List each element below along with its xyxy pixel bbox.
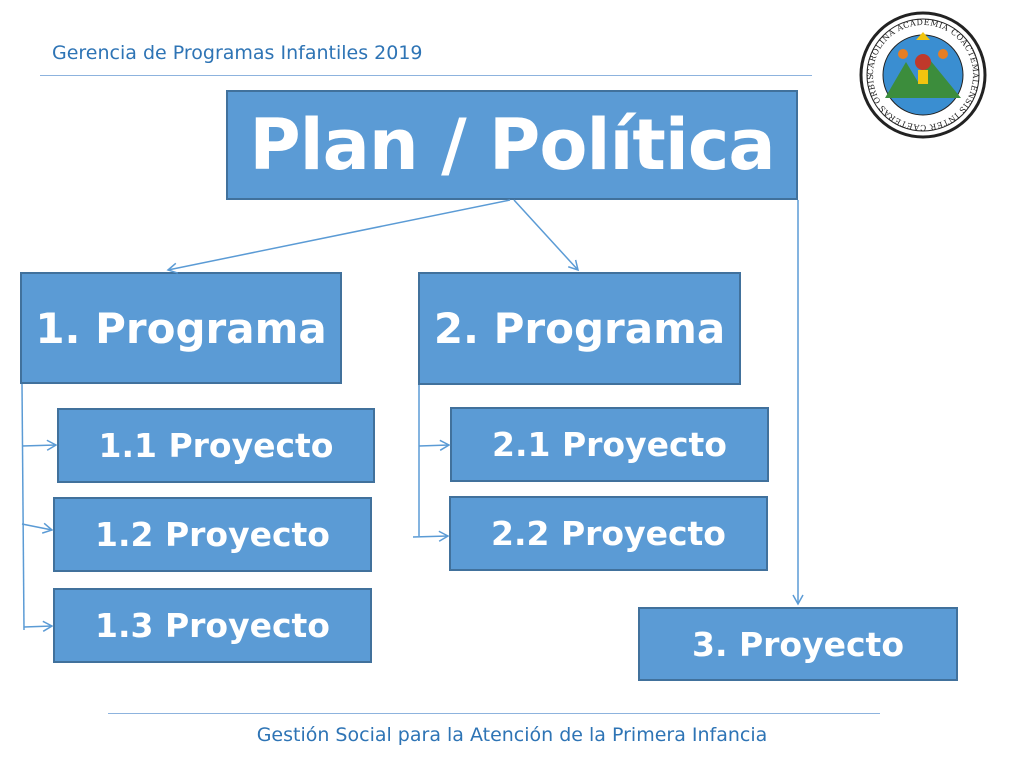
footer-text: Gestión Social para la Atención de la Pr… [256, 724, 768, 746]
header-title: Gerencia de Programas Infantiles 2019 [52, 42, 423, 64]
proyecto-2-1-label: 2.1 Proyecto [492, 425, 727, 464]
plan-politica-box: Plan / Política [226, 90, 798, 200]
proyecto-1-1-box: 1.1 Proyecto [57, 408, 375, 483]
arrow-to-proyecto-1-1 [21, 439, 58, 451]
proyecto-1-2-label: 1.2 Proyecto [95, 515, 330, 554]
programa-1-label: 1. Programa [35, 303, 327, 353]
line-programa-1-trunk [21, 383, 25, 631]
plan-politica-label: Plan / Política [249, 104, 775, 186]
proyecto-2-1-box: 2.1 Proyecto [450, 407, 769, 482]
university-seal: CAROLINA ACADEMIA COACTEMALENSIS INTER C… [858, 10, 987, 139]
arrow-to-proyecto-1-3 [23, 620, 54, 632]
arrow-to-proyecto-1-2 [21, 522, 54, 534]
proyecto-1-3-label: 1.3 Proyecto [95, 606, 330, 645]
footer-divider [108, 713, 880, 714]
header-divider [40, 75, 812, 76]
proyecto-3-label: 3. Proyecto [691, 624, 905, 664]
arrow-plan-to-programa-1 [166, 199, 511, 274]
proyecto-3-box: 3. Proyecto [638, 607, 958, 681]
proyecto-2-2-box: 2.2 Proyecto [449, 496, 768, 571]
programa-2-label: 2. Programa [433, 304, 726, 353]
arrow-plan-to-programa-2 [513, 199, 580, 272]
programa-1-box: 1. Programa [20, 272, 342, 384]
proyecto-2-2-label: 2.2 Proyecto [491, 514, 726, 553]
arrow-to-proyecto-2-2 [412, 530, 450, 542]
proyecto-1-1-label: 1.1 Proyecto [98, 426, 334, 465]
proyecto-1-2-box: 1.2 Proyecto [53, 497, 372, 572]
arrow-to-proyecto-2-1 [418, 439, 451, 451]
programa-2-box: 2. Programa [418, 272, 741, 385]
proyecto-1-3-box: 1.3 Proyecto [53, 588, 372, 663]
